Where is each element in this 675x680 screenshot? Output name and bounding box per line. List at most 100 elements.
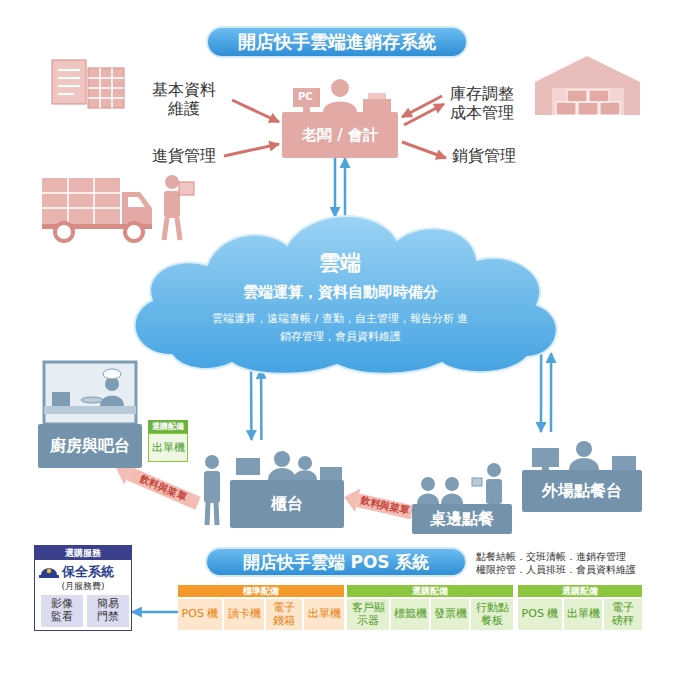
cloud-line: 雲端運算，遠端查帳 / 查勤，自主管理，報告分析 進銷存管理，會員資料維護 bbox=[209, 310, 471, 345]
box-fill: 桌邊點餐 bbox=[412, 504, 512, 534]
text-label: 庫存調整 成本管理 bbox=[448, 84, 517, 122]
cell-label: POS 機 bbox=[522, 608, 559, 621]
tag-header: 選購配備 bbox=[148, 420, 188, 433]
head bbox=[165, 175, 179, 189]
equipment-cell: 發票機 bbox=[431, 599, 469, 630]
cargo-grid bbox=[42, 178, 120, 224]
warehouse-icon bbox=[535, 56, 640, 115]
text-label: 點餐結帳．交班清帳．進銷存管理 bbox=[476, 551, 626, 563]
tag-item: 出單機 bbox=[152, 440, 185, 455]
box-label: 桌邊點餐 bbox=[430, 509, 494, 530]
cell-label: 發票機 bbox=[434, 608, 467, 621]
cell-label: 電子磅秤 bbox=[611, 602, 634, 627]
connector-line bbox=[334, 158, 337, 217]
cell-label: 客戶顯示器 bbox=[351, 602, 385, 627]
sheet bbox=[52, 60, 86, 104]
monitor bbox=[236, 458, 260, 475]
service-cell: 簡易門禁 bbox=[87, 595, 129, 627]
tableside-figure bbox=[417, 463, 502, 504]
connector-line bbox=[540, 353, 543, 432]
station-box: 廚房與吧台 bbox=[38, 424, 142, 468]
system-banner: 開店快手雲端 POS 系統 bbox=[205, 547, 467, 577]
body bbox=[164, 191, 180, 218]
panel-note: (月服務費) bbox=[35, 580, 131, 593]
group-label: 選購配備 bbox=[562, 585, 598, 598]
sheet bbox=[88, 68, 124, 108]
kitchen-figure bbox=[44, 362, 136, 424]
equipment-cell: POS 機 bbox=[518, 599, 562, 630]
monitor bbox=[532, 448, 559, 467]
floor-station-figure bbox=[532, 441, 636, 470]
printer bbox=[363, 99, 391, 112]
equipment-cell: 出單機 bbox=[564, 599, 602, 630]
connector bbox=[541, 353, 551, 432]
station-box: 外場點餐台 bbox=[522, 432, 642, 512]
body bbox=[100, 396, 124, 407]
monitor bbox=[293, 88, 320, 107]
group-label: 標準配備 bbox=[243, 585, 279, 598]
equipment-group: 標準配備 POS 機讀卡機電子錢箱出單機 bbox=[178, 585, 344, 630]
printer bbox=[612, 456, 636, 470]
sheet-lines bbox=[58, 70, 80, 94]
chef-hat bbox=[103, 369, 121, 379]
equipment-cell: 電子磅秤 bbox=[604, 599, 642, 630]
legs bbox=[207, 503, 217, 525]
cell-label: 簡易門禁 bbox=[96, 598, 119, 623]
boxes bbox=[556, 90, 620, 115]
documents-icon bbox=[52, 60, 124, 108]
plate bbox=[81, 397, 103, 403]
equipment-cell: 電子錢箱 bbox=[266, 599, 302, 630]
counter bbox=[44, 406, 136, 414]
equipment-group: 選購配備客戶顯示器標籤機發票機行動點餐板 bbox=[347, 585, 513, 630]
text-label: 進貨管理 bbox=[152, 146, 216, 165]
text-label: 基本資料維護 bbox=[150, 80, 217, 118]
cloud-shape: 雲端雲端運算，資料自動即時備分雲端運算，遠端查帳 / 查勤，自主管理，報告分析 … bbox=[112, 205, 568, 377]
body bbox=[441, 494, 463, 505]
legs bbox=[164, 218, 180, 240]
panel-header-label: 選購服務 bbox=[65, 547, 101, 560]
box-label: 廚房與吧台 bbox=[50, 436, 130, 457]
arrow bbox=[402, 142, 446, 158]
cloud-heading: 雲端 bbox=[112, 249, 568, 277]
cell-label: 標籤機 bbox=[394, 608, 427, 621]
head bbox=[487, 463, 501, 477]
cell-label: 行動點餐板 bbox=[475, 602, 509, 627]
guard-icon bbox=[39, 563, 59, 581]
text-label: 權限控管．人員排班．會員資料維護 bbox=[476, 564, 636, 576]
head bbox=[445, 477, 459, 491]
arrow bbox=[404, 104, 444, 125]
head bbox=[576, 441, 592, 457]
wheel bbox=[125, 223, 143, 241]
boss-figure bbox=[293, 79, 391, 112]
cell-label: 讀卡機 bbox=[228, 608, 261, 621]
body bbox=[569, 458, 599, 470]
equipment-cell: POS 機 bbox=[178, 599, 222, 630]
truck-icon bbox=[42, 175, 194, 241]
cell-label: POS 機 bbox=[182, 608, 219, 621]
option-tag: 選購配備出單機 bbox=[148, 420, 188, 462]
tag-body: 出單機 bbox=[148, 433, 188, 462]
window bbox=[128, 197, 145, 207]
arrow bbox=[232, 100, 279, 122]
wheel bbox=[55, 223, 73, 241]
equipment-cell: 讀卡機 bbox=[224, 599, 264, 630]
box-label: 老闆 / 會計 bbox=[302, 126, 378, 145]
cloud-text: 雲端雲端運算，資料自動即時備分雲端運算，遠端查帳 / 查勤，自主管理，報告分析 … bbox=[112, 249, 568, 345]
title-banner: 開店快手雲端進銷存系統 bbox=[206, 26, 468, 58]
equipment-cell: 出單機 bbox=[304, 599, 344, 630]
connector-label: 飲料與菜單 bbox=[357, 495, 412, 518]
window-frame bbox=[44, 362, 136, 424]
cell-label: 出單機 bbox=[308, 608, 341, 621]
head bbox=[421, 477, 435, 491]
box-fill: 櫃台 bbox=[230, 480, 344, 528]
box-label: 櫃台 bbox=[271, 494, 303, 515]
text-label: PC bbox=[298, 91, 313, 103]
connector-line bbox=[260, 369, 263, 440]
panel-title: 保全系統 bbox=[62, 563, 114, 581]
body bbox=[417, 494, 439, 505]
connector bbox=[251, 369, 261, 440]
cell-label: 電子錢箱 bbox=[272, 602, 295, 627]
